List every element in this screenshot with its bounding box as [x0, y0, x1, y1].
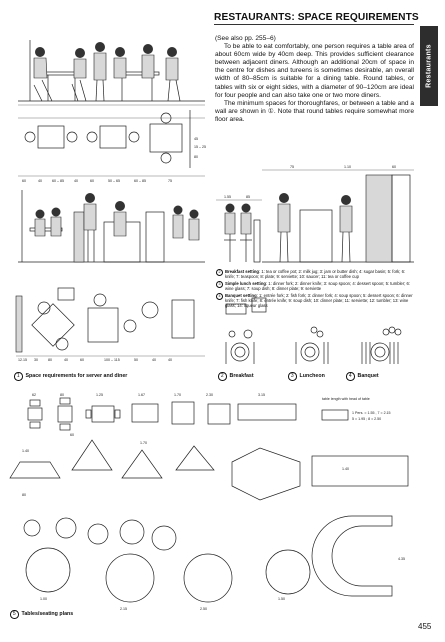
dim-label: 80: [48, 358, 52, 362]
dim-label: 45: [194, 137, 198, 141]
diners-plan-row: 60 40 60 – 85 40 60 50 – 65 60 – 85 75 4…: [18, 110, 206, 183]
dim-label: 12.15: [18, 358, 27, 362]
dim-label: 1.40: [342, 467, 349, 471]
paragraph-thoroughfares: The minimum spaces for thoroughfares, or…: [215, 99, 414, 123]
cross-reference: (See also pp. 255–6): [215, 35, 276, 42]
figure-number: 1: [14, 372, 23, 381]
dim-label: 2.15: [120, 607, 127, 611]
bar-counter-stools: 1.55 85: [216, 195, 262, 263]
dim-label: 30: [34, 358, 38, 362]
dim-label: 80: [60, 393, 64, 397]
seating-plans: 62 80 1.25 1.67 1.70 2.30 3.15 table len…: [9, 393, 409, 611]
dim-label: 4.35: [398, 557, 405, 561]
dim-label: 50: [134, 358, 138, 362]
dim-label: 40: [74, 179, 78, 183]
figure-caption: 5 Tables/seating plans: [10, 610, 73, 619]
title-rule: [214, 24, 414, 25]
figure-number: 2: [218, 372, 227, 381]
dim-label: 1.50: [278, 597, 285, 601]
dim-label: 2.50: [200, 607, 207, 611]
dim-label: 100 – 115: [104, 358, 120, 362]
legend-item: 2 Breakfast setting: 1: tea or coffee po…: [216, 269, 416, 279]
round-tables-row: 1.00 2.15 2.50 1.50 4.35: [23, 515, 405, 611]
dim-label: 1.10: [344, 165, 351, 169]
dim-label: 60: [80, 358, 84, 362]
server-diner-plan: 12.15 30 80 40 60 100 – 115 50 40 40: [15, 287, 205, 362]
dim-label: 75: [168, 179, 172, 183]
bar-stools-elevation: [18, 190, 205, 263]
legend-title: Simple lunch setting: [225, 280, 266, 286]
dim-label: 60: [22, 179, 26, 183]
dim-label: 60: [392, 165, 396, 169]
legend-text: 1: tea or coffee pot; 2: milk jug; 3: ja…: [225, 269, 406, 280]
figure-caption-text: Tables/seating plans: [21, 611, 74, 618]
dim-label: 80: [22, 493, 26, 497]
place-settings: [225, 297, 402, 364]
legend-number: 3: [216, 280, 223, 288]
dim-label: 1.70: [140, 441, 147, 445]
dim-label: 60: [90, 179, 94, 183]
dim-label: 40: [64, 358, 68, 362]
legend-text: 1: entrée fork; 2: fish fork; 3: dinner …: [225, 292, 413, 309]
dim-label: 60 – 85: [134, 179, 146, 183]
dim-label: 1.70: [174, 393, 181, 397]
dim-label: 40: [152, 358, 156, 362]
dim-label: 85: [246, 195, 250, 199]
dim-label: 1.00: [40, 597, 47, 601]
legend-number: 2: [216, 269, 223, 276]
legend-text: 1: dinner fork; 2: dinner knife; 3: soup…: [225, 280, 411, 292]
dim-label: 60: [70, 433, 74, 437]
figure-caption: 3 Luncheon: [288, 372, 325, 381]
dim-label: 50 – 65: [108, 179, 120, 183]
figure-caption: 2 Breakfast: [218, 372, 254, 381]
figure-number: 3: [288, 372, 297, 381]
figure-number: 5: [10, 610, 19, 619]
figure-caption: 1 Space requirements for server and dine…: [14, 372, 127, 381]
dim-label: 1.55: [224, 195, 231, 199]
figure-caption-text: Luncheon: [299, 373, 325, 380]
dim-label: 40: [38, 179, 42, 183]
dim-label: 2.30: [206, 393, 213, 397]
figure-caption-text: Breakfast: [229, 373, 254, 380]
rect-tables-row: 62 80 1.25 1.67 1.70 2.30 3.15: [27, 393, 297, 431]
dim-label: 15 – 25: [194, 145, 206, 149]
legend-title: Banquet setting: [225, 292, 257, 298]
combo-tables-row: 1.40 60 1.70 1.40 80: [9, 433, 409, 501]
figure-caption: 4 Banquet: [346, 372, 379, 381]
legend-title: Breakfast setting: [225, 269, 259, 274]
legend-item: 4 Banquet setting: 1: entrée fork; 2: fi…: [216, 292, 416, 309]
dim-label: 62: [32, 393, 36, 397]
intro-text: (See also pp. 255–6) To be able to eat c…: [215, 35, 414, 124]
dim-label: 1.25: [96, 393, 103, 397]
dim-label: 40: [168, 358, 172, 362]
page-title: RESTAURANTS: SPACE REQUIREMENTS: [214, 12, 419, 23]
dim-label: 80: [194, 155, 198, 159]
legend-number: 4: [216, 292, 223, 300]
diners-elevation-top: [18, 40, 205, 106]
dim-label: 1.40: [22, 449, 29, 453]
paragraph-space-per-person: To be able to eat comfortably, one perso…: [215, 43, 414, 99]
table-length-heading: table length with head of table: [322, 397, 370, 401]
dim-label: 60 – 85: [52, 179, 64, 183]
table-length-row: 1 Pers. = 1.55 , 7 = 2.15: [352, 411, 391, 415]
legend-item: 3 Simple lunch setting: 1: dinner fork; …: [216, 280, 416, 292]
section-tab: Restaurants: [420, 26, 438, 106]
dim-label: 1.67: [138, 393, 145, 397]
page-number: 455: [418, 622, 432, 631]
dim-label: 75: [290, 165, 294, 169]
counter-elevation: 75 1.10 60: [262, 165, 414, 263]
figure-number: 4: [346, 372, 355, 381]
settings-legend: 2 Breakfast setting: 1: tea or coffee po…: [216, 269, 416, 310]
table-length-row: 5 = 1.95 ; 8 = 2.50: [352, 417, 381, 421]
table-length-note: table length with head of table 1 Pers. …: [321, 397, 391, 421]
figure-caption-text: Space requirements for server and diner: [25, 373, 128, 380]
figure-caption-text: Banquet: [357, 373, 379, 380]
dim-label: 3.15: [258, 393, 265, 397]
